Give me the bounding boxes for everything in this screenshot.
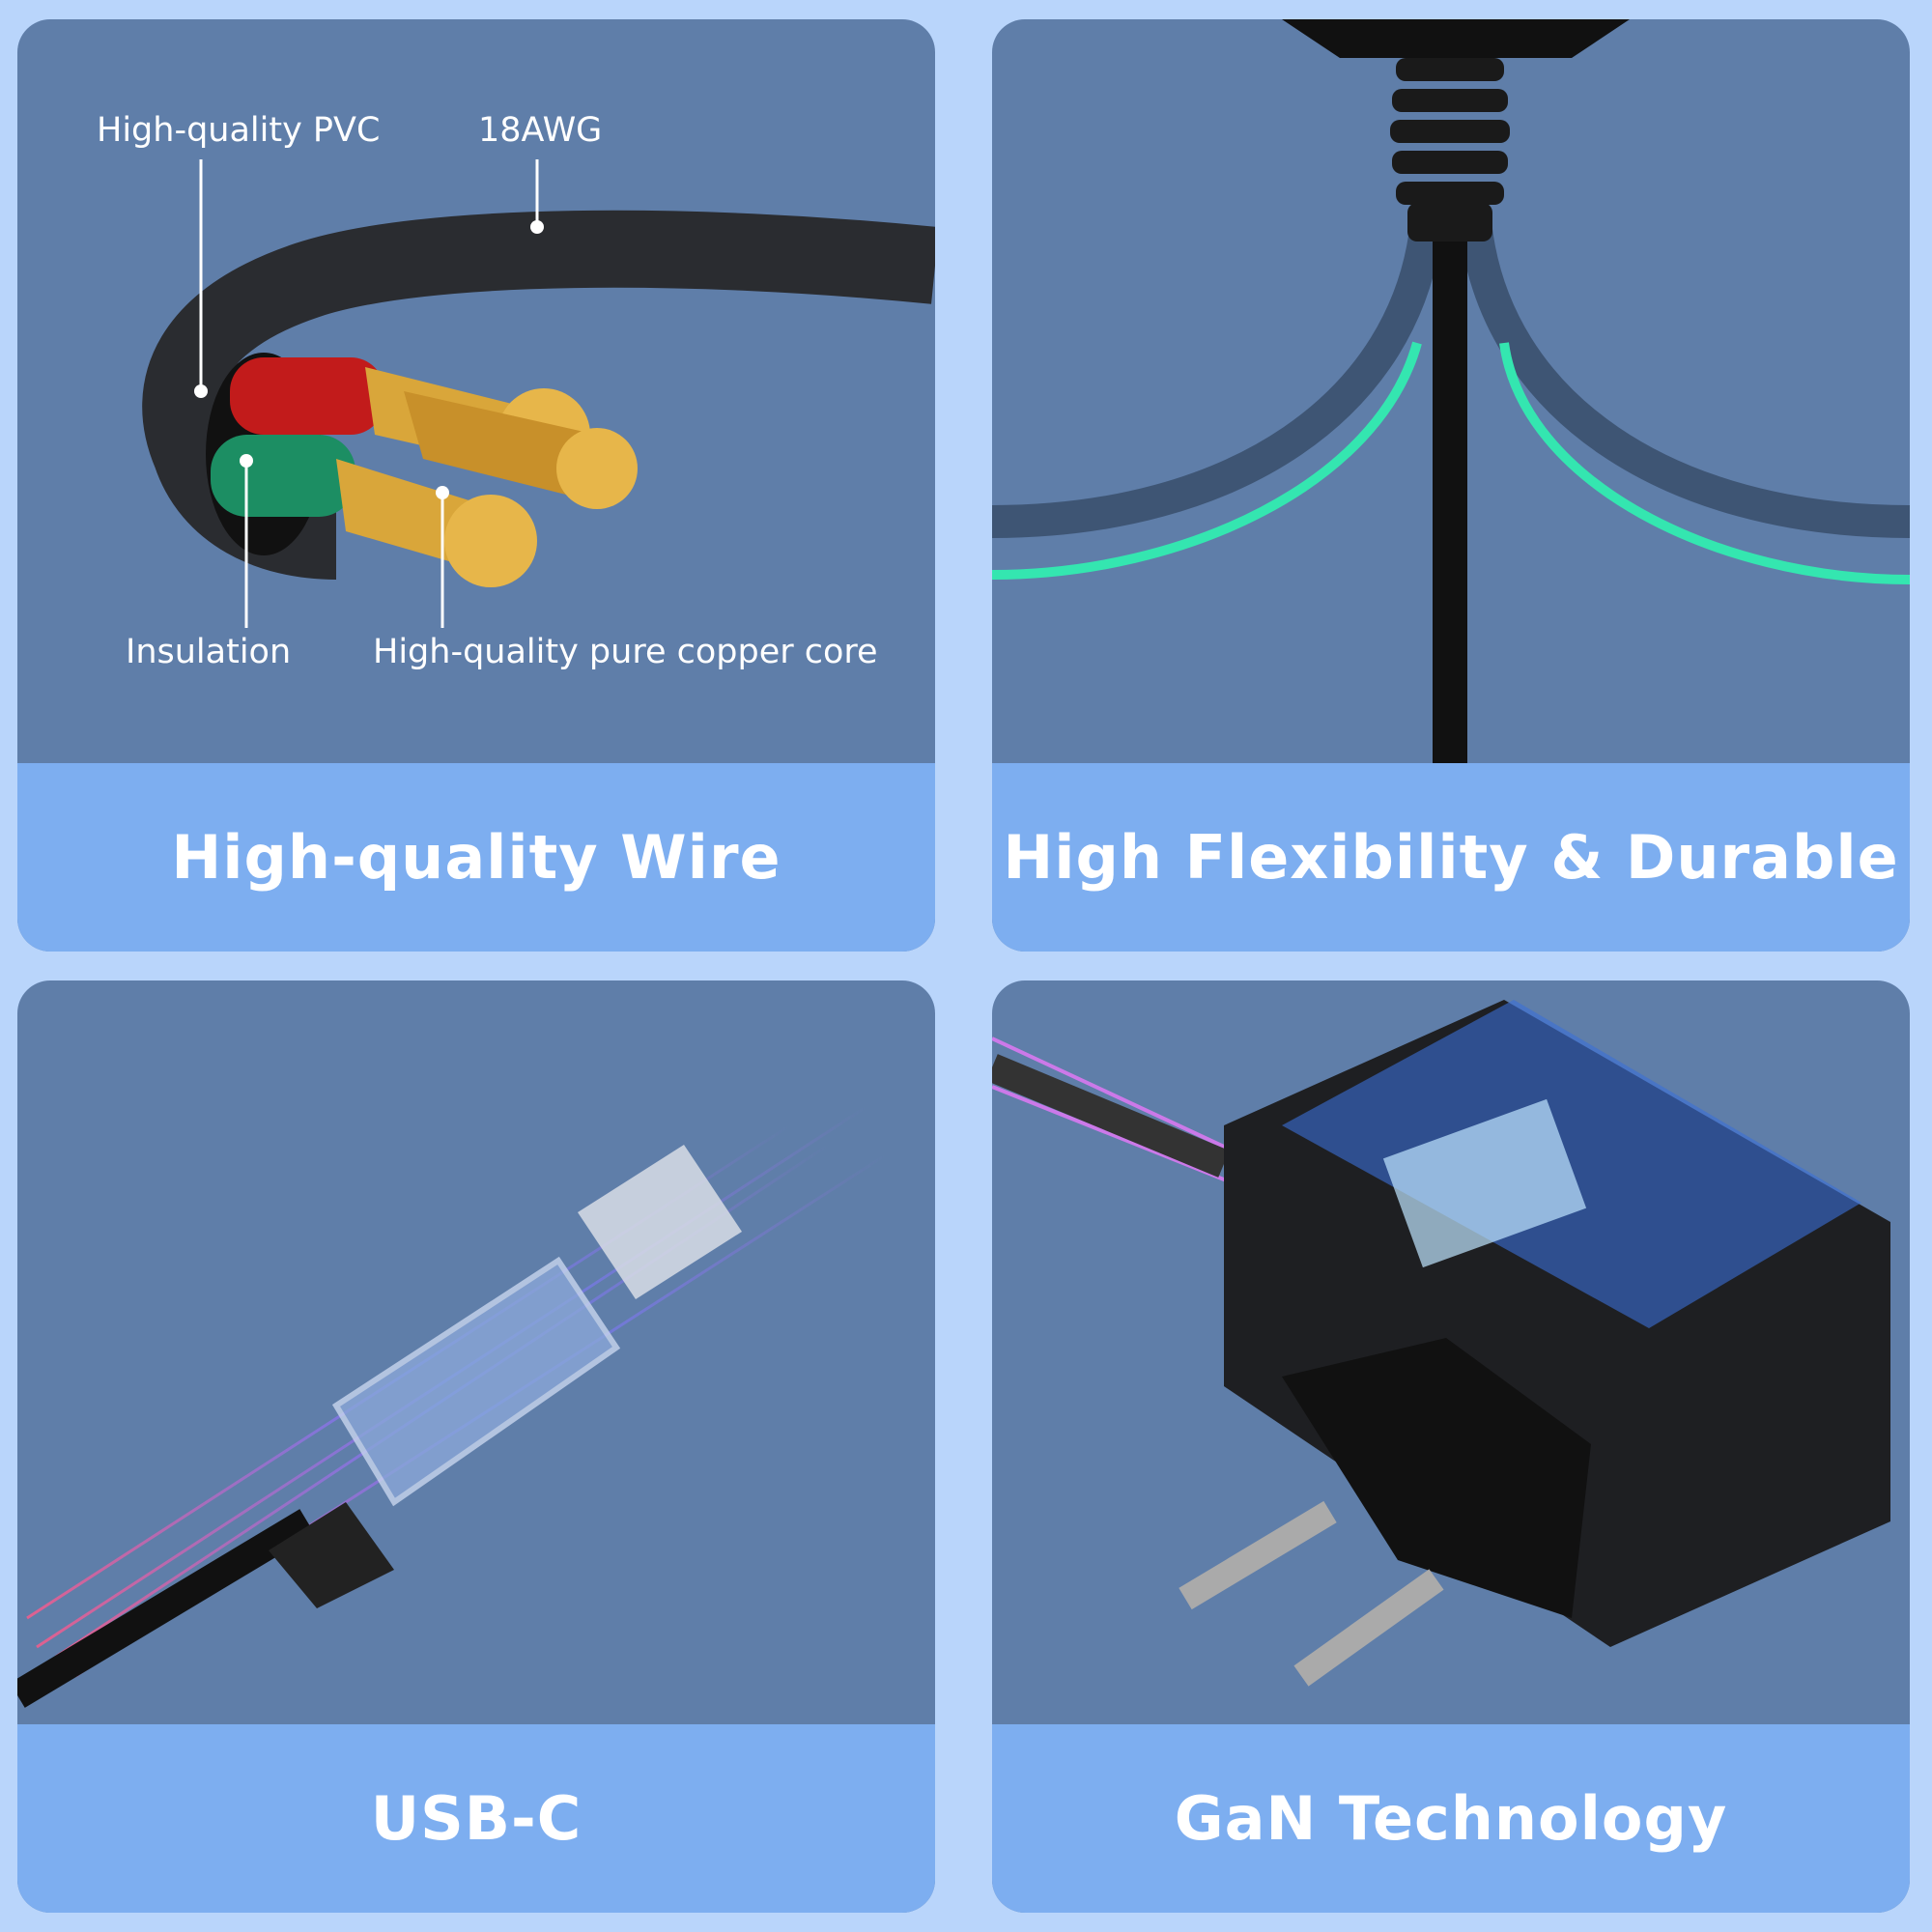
label-awg: 18AWG [478,111,603,150]
wire-cross-section-illustration [142,159,935,628]
card-title: High Flexibility & Durable [1003,822,1899,893]
card-title: USB-C [370,1783,582,1854]
card-title-band: GaN Technology [992,1724,1910,1913]
card-title: GaN Technology [1174,1783,1728,1854]
card-title: High-quality Wire [171,822,781,893]
feature-card-gan: GaN Technology [992,980,1910,1913]
label-pvc: High-quality PVC [97,111,381,150]
cable-bend-illustration [992,19,1910,763]
label-copper-core: High-quality pure copper core [373,633,878,671]
feature-card-flexibility: High Flexibility & Durable [992,19,1910,952]
card-title-band: High-quality Wire [17,763,935,952]
feature-card-usb-c: USB-C [17,980,935,1913]
card-title-band: USB-C [17,1724,935,1913]
gan-charger-illustration [992,1000,1890,1687]
usb-c-connector-illustration [17,1104,888,1708]
label-insulation: Insulation [126,633,292,671]
card-title-band: High Flexibility & Durable [992,763,1910,952]
feature-card-wire: High-quality PVC 18AWG Insulation High-q… [17,19,935,952]
